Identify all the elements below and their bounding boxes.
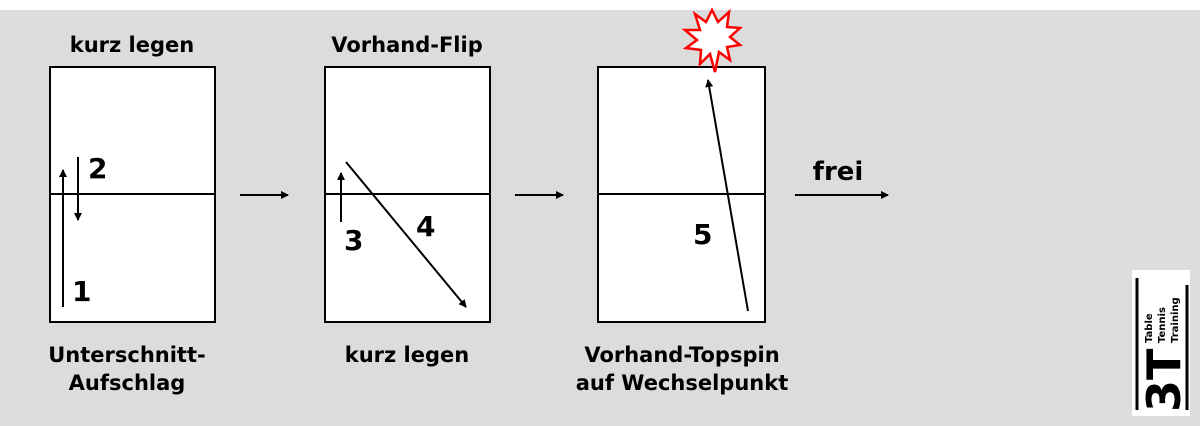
table-2: 3 4 [324,66,491,323]
stroke-number: 1 [72,275,91,308]
table-1: 2 1 [49,66,216,323]
stroke-number: 3 [344,224,363,257]
step-1-bottom-label: Aufschlag [69,371,186,395]
step-2-bottom-label: kurz legen [345,343,469,367]
stroke-number: 5 [693,218,712,251]
logo-text: Table [1144,313,1155,343]
step-3-bottom-label: auf Wechselpunkt [576,371,789,395]
logo-text: Tennis [1157,307,1168,343]
stroke-number: 4 [416,210,435,243]
free-play-label: frei [813,157,864,187]
stroke-number: 2 [88,152,107,185]
step-2-top-label: Vorhand-Flip [331,33,482,57]
logo-big: 3T [1137,348,1191,412]
arrow-flip [345,161,467,308]
step-1-bottom-label: Unterschnitt- [48,343,205,367]
arrow-topspin [705,79,749,312]
logo-text: Training [1170,297,1181,343]
table-3: 5 [597,66,766,323]
logo-3t: 3T Table Tennis Training [1132,270,1191,416]
step-1-top-label: kurz legen [70,33,194,57]
step-3-bottom-label: Vorhand-Topspin [584,343,779,367]
impact-star-icon [681,7,744,73]
